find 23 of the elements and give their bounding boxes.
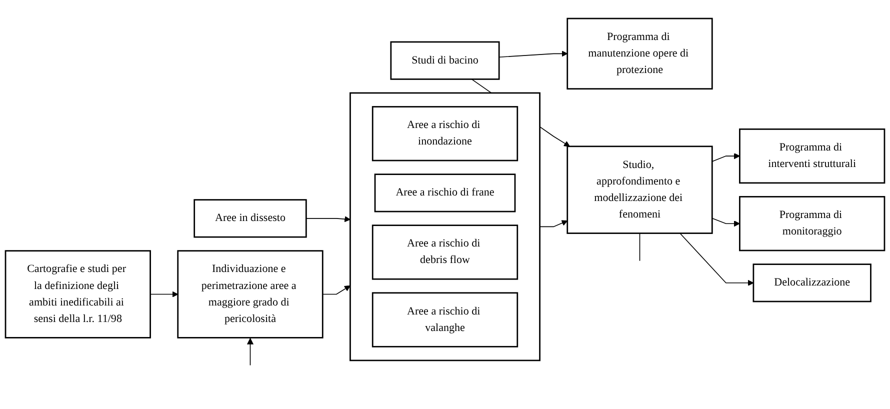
node-box: Individuazione e perimetrazione aree a maggiore grado di pericolosità <box>177 250 324 338</box>
arrow <box>322 284 350 294</box>
node-box: Studio, approfondimento e modellizzazione dei fenomeni <box>566 145 713 234</box>
arrow <box>498 50 568 58</box>
node-box: Aree a rischio di inondazione <box>372 106 518 161</box>
arrow <box>680 232 754 286</box>
arrow <box>150 290 178 297</box>
cluster <box>350 92 540 361</box>
node-box: Programma di interventi strutturali <box>739 128 886 184</box>
node-box: Studi di bacino <box>390 40 500 80</box>
node-box: Programma di monitoraggio <box>739 196 886 251</box>
arrow <box>246 336 254 366</box>
arrow <box>712 217 740 226</box>
node-box: Aree a rischio di frane <box>374 173 516 212</box>
node-box: Delocalizzazione <box>752 263 872 302</box>
arrow <box>712 152 740 162</box>
arrow <box>306 216 350 222</box>
node-box: Aree a rischio di valanghe <box>372 292 518 347</box>
arrow <box>539 220 568 227</box>
node-box: Aree in dissesto <box>194 198 307 238</box>
node-box: Aree a rischio di debris flow <box>372 224 518 280</box>
node-box: Cartografie e studi per la definizione degli ambiti inedificabili ai sensi della l.r. 11/98 <box>4 250 151 338</box>
node-box: Programma di manutenzione opere di protezione <box>566 17 713 90</box>
